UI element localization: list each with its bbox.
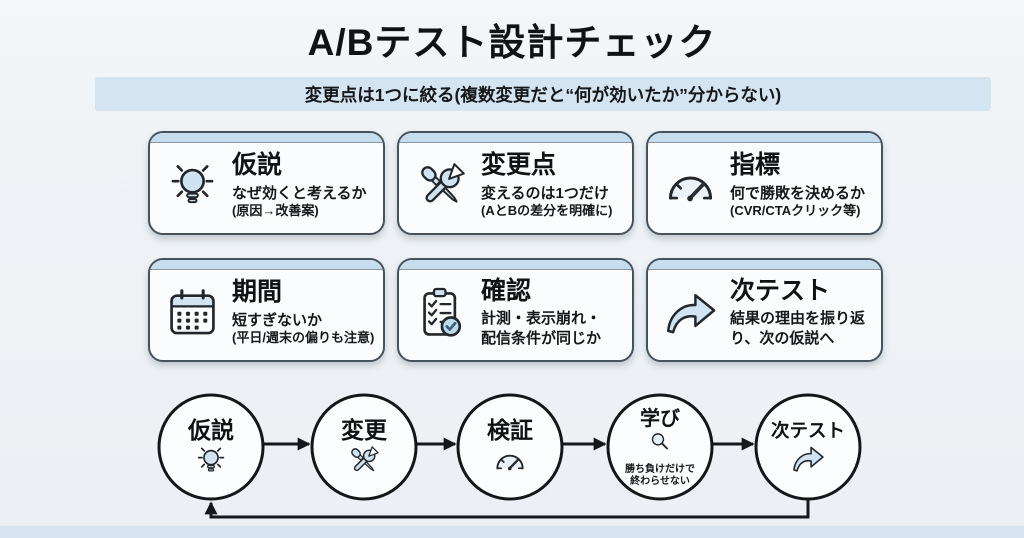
card-title: 確認 xyxy=(481,276,532,305)
flow-step-verify: 検証 xyxy=(456,393,564,501)
card-subnote: (原因→改善案) xyxy=(232,203,319,219)
feedback-loop-arrow xyxy=(204,499,810,519)
tools-icon xyxy=(413,158,470,215)
card-title: 次テスト xyxy=(730,276,831,305)
flow-step-hypothesis: 仮説 xyxy=(157,393,265,501)
flow-step-label: 検証 xyxy=(487,417,533,443)
card-title: 仮説 xyxy=(232,151,283,180)
flow-step-learning: 学び 勝ち負けだけで 終わらせない xyxy=(606,393,714,501)
calendar-icon xyxy=(164,285,221,342)
gauge-icon xyxy=(662,158,719,215)
card-subnote: り、次の仮説へ xyxy=(730,329,835,347)
flow-step-note: 勝ち負けだけで xyxy=(625,462,695,475)
card-next-test: 次テスト 結果の理由を振り返 り、次の仮説へ xyxy=(646,258,883,362)
card-description: 何で勝敗を決めるか xyxy=(730,184,866,202)
flow-step-label: 次テスト xyxy=(771,420,845,441)
card-metric: 指標 何で勝敗を決めるか (CVR/CTAクリック等) xyxy=(646,131,883,235)
flow-diagram: 仮説 変更 検証 学び 勝ち負けだけで 終わらせない 次テスト xyxy=(157,393,862,519)
card-description: 計測・表示崩れ・ xyxy=(481,310,602,328)
card-description: なぜ効くと考えるか xyxy=(232,184,367,202)
card-subnote: (平日/週末の偏りも注意) xyxy=(232,330,375,346)
page-title: A/Bテスト設計チェック xyxy=(307,22,717,63)
card-description: 結果の理由を振り返 xyxy=(730,310,866,328)
card-change-point: 変更点 変えるのは1つだけ (AとBの差分を明確に) xyxy=(397,131,634,235)
card-title: 指標 xyxy=(730,151,781,180)
flow-step-label: 仮説 xyxy=(187,417,234,443)
card-title: 変更点 xyxy=(481,151,557,180)
lightbulb-icon xyxy=(164,158,221,215)
card-hypothesis: 仮説 なぜ効くと考えるか (原因→改善案) xyxy=(148,131,385,235)
flow-step-change: 変更 xyxy=(310,393,418,501)
card-subnote: (AとBの差分を明確に) xyxy=(481,203,613,219)
bottom-accent-band xyxy=(0,526,1024,538)
card-description: 短すぎないか xyxy=(232,311,323,329)
key-rule-text: 変更点は1つに絞る(複数変更だと“何が効いたか”分からない) xyxy=(304,84,782,105)
clipboard-icon xyxy=(413,285,470,342)
card-description: 変えるのは1つだけ xyxy=(481,184,609,202)
card-title: 期間 xyxy=(232,278,283,307)
card-verification: 確認 計測・表示崩れ・ 配信条件が同じか xyxy=(397,258,634,362)
card-duration: 期間 短すぎないか (平日/週末の偏りも注意) xyxy=(148,258,385,362)
card-subnote: (CVR/CTAクリック等) xyxy=(730,203,861,219)
flow-step-next-test: 次テスト xyxy=(754,393,862,501)
flow-step-label: 学び xyxy=(640,406,681,430)
flow-step-label: 変更 xyxy=(341,417,388,443)
curved-arrow-icon xyxy=(662,285,719,342)
checklist-grid: 仮説 なぜ効くと考えるか (原因→改善案) 変更点 変えるのは1つだけ (AとB… xyxy=(148,131,883,362)
card-subnote: 配信条件が同じか xyxy=(481,329,602,347)
flow-step-note: 終わらせない xyxy=(630,474,690,487)
key-rule-banner: 変更点は1つに絞る(複数変更だと“何が効いたか”分からない) xyxy=(95,77,991,111)
